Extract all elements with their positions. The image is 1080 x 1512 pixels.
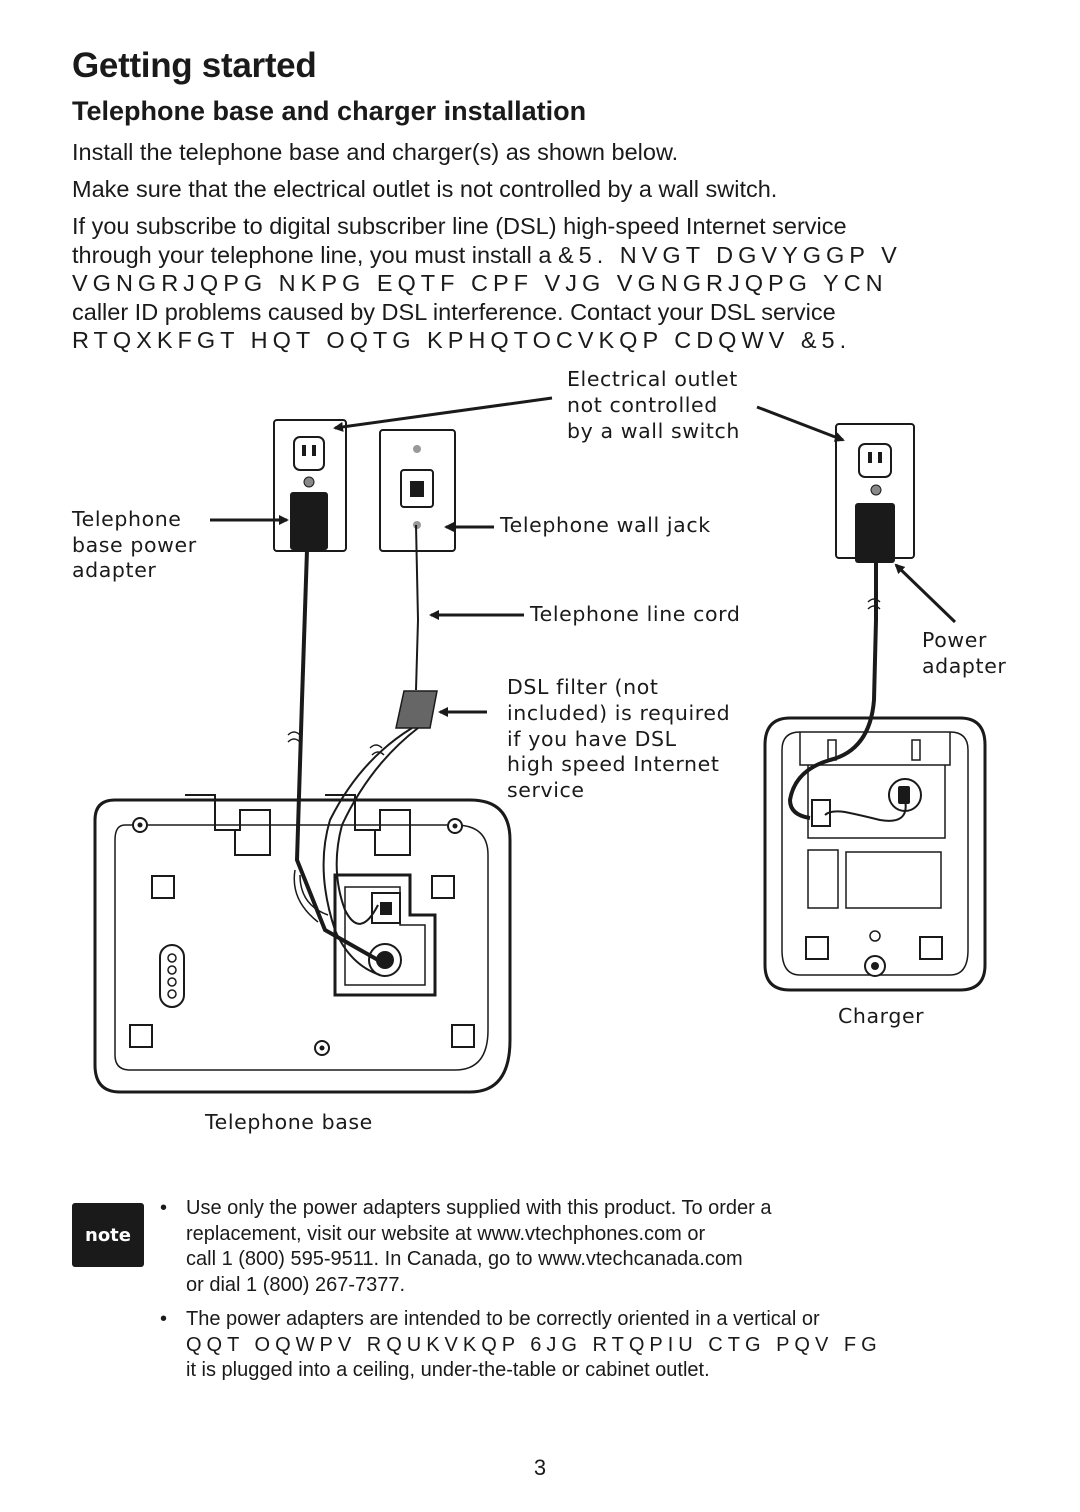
dsl-line-2-text: through your telephone line, you must in… <box>72 241 558 268</box>
power-adapter-label-line-1: Power <box>922 628 987 652</box>
dsl-filter-label-line-2: included) is required <box>507 701 730 725</box>
right-electrical-outlet <box>835 423 915 563</box>
base-adapter-label-line-2: base power <box>72 533 197 557</box>
dsl-line-3-garbled: VGNGRJQPG NKPG EQTF CPF VJG VGNGRJQPG YC… <box>72 270 888 296</box>
note-item-1-line-2: replacement, visit our website at www.vt… <box>186 1222 706 1245</box>
note-item-2-line-1: The power adapters are intended to be co… <box>186 1308 820 1330</box>
outlet-label-line-1: Electrical outlet <box>567 367 738 391</box>
dsl-filter-label-line-3: if you have DSL <box>507 727 677 751</box>
page-title: Getting started <box>72 46 317 85</box>
dsl-line-4: caller ID problems caused by DSL interfe… <box>72 298 836 325</box>
base-adapter-label-line-1: Telephone <box>71 507 182 531</box>
power-adapter-label-line-2: adapter <box>922 654 1006 678</box>
note-item-orientation: • The power adapters are intended to be … <box>160 1307 1080 1384</box>
note-item-2-line-2-garbled: QQT OQWPV RQUKVKQP 6JG RTQPIU CTG PQV FG <box>186 1333 882 1356</box>
dsl-filter-label-line-4: high speed Internet <box>507 752 719 776</box>
dsl-line-5-garbled: RTQXKFGT HQT OQTG KPHQTOCVKQP CDQWV &5. <box>72 327 852 353</box>
telephone-wall-jack <box>379 429 456 552</box>
note-item-1-line-3: call 1 (800) 595-9511. In Canada, go to … <box>186 1248 743 1270</box>
dsl-filter-label-line-5: service <box>507 778 585 802</box>
charger-label: Charger <box>838 1004 924 1028</box>
note-badge: note <box>72 1203 144 1267</box>
section-title: Telephone base and charger installation <box>72 96 587 126</box>
line-cord-label: Telephone line cord <box>529 602 740 626</box>
page-number: 3 <box>533 1455 547 1480</box>
wall-jack-label: Telephone wall jack <box>499 513 711 537</box>
callout-arrows <box>210 396 957 717</box>
outlet-label-line-3: by a wall switch <box>567 419 740 443</box>
bullet: • <box>160 1197 168 1219</box>
left-electrical-outlet <box>273 419 347 552</box>
bullet: • <box>160 1308 168 1330</box>
note-item-2-line-3: it is plugged into a ceiling, under-the-… <box>186 1359 710 1381</box>
dsl-filter-label-line-1: DSL filter (not <box>507 675 659 699</box>
note-item-1-line-1: Use only the power adapters supplied wit… <box>186 1197 772 1219</box>
intro-paragraph: Install the telephone base and charger(s… <box>72 139 679 165</box>
note-item-1-line-4: or dial 1 (800) 267-7377. <box>186 1273 406 1296</box>
dsl-line-1: If you subscribe to digital subscriber l… <box>72 213 847 239</box>
dsl-line-2: through your telephone line, you must in… <box>72 241 902 270</box>
telephone-base-label: Telephone base <box>204 1110 373 1134</box>
cords <box>287 524 907 976</box>
outlet-label-line-2: not controlled <box>567 393 718 417</box>
dsl-filter <box>395 690 438 729</box>
installation-diagram: Electrical outlet not controlled by a wa… <box>71 367 1006 1134</box>
dsl-line-2-garbled: &5. NVGT DGVYGGP V <box>557 241 902 268</box>
telephone-base <box>93 794 512 1094</box>
dsl-paragraph: If you subscribe to digital subscriber l… <box>72 212 902 355</box>
outlet-paragraph: Make sure that the electrical outlet is … <box>72 176 778 202</box>
base-adapter-label-line-3: adapter <box>72 558 156 582</box>
charger <box>763 716 987 992</box>
note-item-adapters: • Use only the power adapters supplied w… <box>160 1196 1080 1298</box>
note-list: • Use only the power adapters supplied w… <box>160 1196 1080 1393</box>
